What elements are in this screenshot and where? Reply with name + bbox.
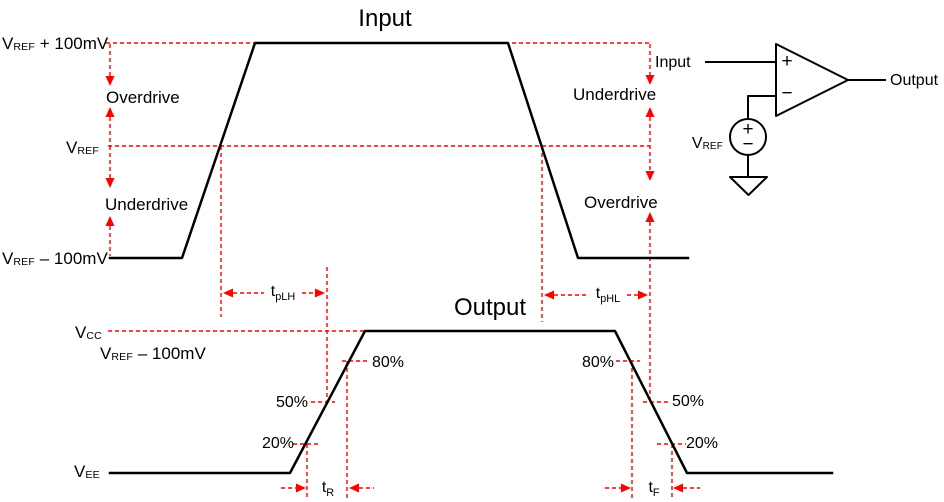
underdrive-left-up-arrow xyxy=(105,216,115,226)
inverting-input-wire xyxy=(747,95,776,119)
tr-left-arrow xyxy=(296,483,306,493)
tphl-right-arrow xyxy=(638,290,648,300)
threshold-ticks xyxy=(293,360,686,445)
fall-20-label: 20% xyxy=(686,435,719,452)
source-minus-sign: − xyxy=(742,134,754,155)
underdrive-right-label: Underdrive xyxy=(573,85,657,104)
underdrive-right-down-arrow xyxy=(645,75,655,85)
rise-20-label: 20% xyxy=(262,435,295,452)
underdrive-right-up-arrow xyxy=(645,107,655,117)
fall-80-label: 80% xyxy=(582,354,615,371)
tf-right-arrow xyxy=(673,483,683,493)
rise-50-label: 50% xyxy=(276,394,309,411)
vref-minus-100mv-output-label: VREF – 100mV xyxy=(100,344,206,364)
inverting-sign: − xyxy=(781,83,793,104)
timing-arrow-shafts xyxy=(233,292,700,489)
circuit-vref-label: VREF xyxy=(691,135,723,152)
vref-plus-100mv-label: VREF + 100mV xyxy=(2,34,109,54)
overdrive-left-up-arrow xyxy=(105,107,115,117)
output-waveform xyxy=(108,329,834,475)
circuit-input-label: Input xyxy=(655,54,691,71)
tr-label: tR xyxy=(321,479,335,499)
opamp-triangle-icon xyxy=(775,43,849,117)
tf-left-arrow xyxy=(621,483,631,493)
tr-right-arrow xyxy=(349,483,359,493)
vref-minus-100mv-label: VREF – 100mV xyxy=(2,249,108,269)
vcc-label: VCC xyxy=(75,323,102,343)
input-waveform xyxy=(108,41,690,260)
vee-label: VEE xyxy=(74,462,100,482)
tplh-label: tpLH xyxy=(270,283,296,303)
fall-50-label: 50% xyxy=(672,393,705,410)
underdrive-left-down-arrow xyxy=(105,178,115,188)
arrowheads xyxy=(105,75,683,493)
noninverting-sign: + xyxy=(781,51,793,72)
circuit-output-label: Output xyxy=(890,72,939,89)
overdrive-left-label: Overdrive xyxy=(106,88,180,107)
overdrive-right-down-arrow xyxy=(645,171,655,181)
tf-label: tF xyxy=(648,479,660,499)
tplh-right-arrow xyxy=(315,288,325,298)
ground-icon xyxy=(729,176,768,196)
annotation-vertical-lines xyxy=(109,44,673,500)
tplh-left-arrow xyxy=(223,288,233,298)
source-plus-sign: + xyxy=(742,119,754,140)
input-title: Input xyxy=(358,5,412,32)
overdrive-right-up-arrow xyxy=(645,212,655,222)
vref-label: VREF xyxy=(66,138,100,158)
overdrive-left-down-arrow xyxy=(105,76,115,86)
tphl-left-arrow xyxy=(544,290,554,300)
underdrive-left-label: Underdrive xyxy=(105,195,189,214)
overdrive-right-label: Overdrive xyxy=(584,193,658,212)
comparator-circuit xyxy=(705,43,886,196)
reference-dashed-lines xyxy=(106,42,650,332)
rise-80-label: 80% xyxy=(372,354,405,371)
output-title: Output xyxy=(453,294,527,321)
tphl-label: tpHL xyxy=(595,285,621,305)
